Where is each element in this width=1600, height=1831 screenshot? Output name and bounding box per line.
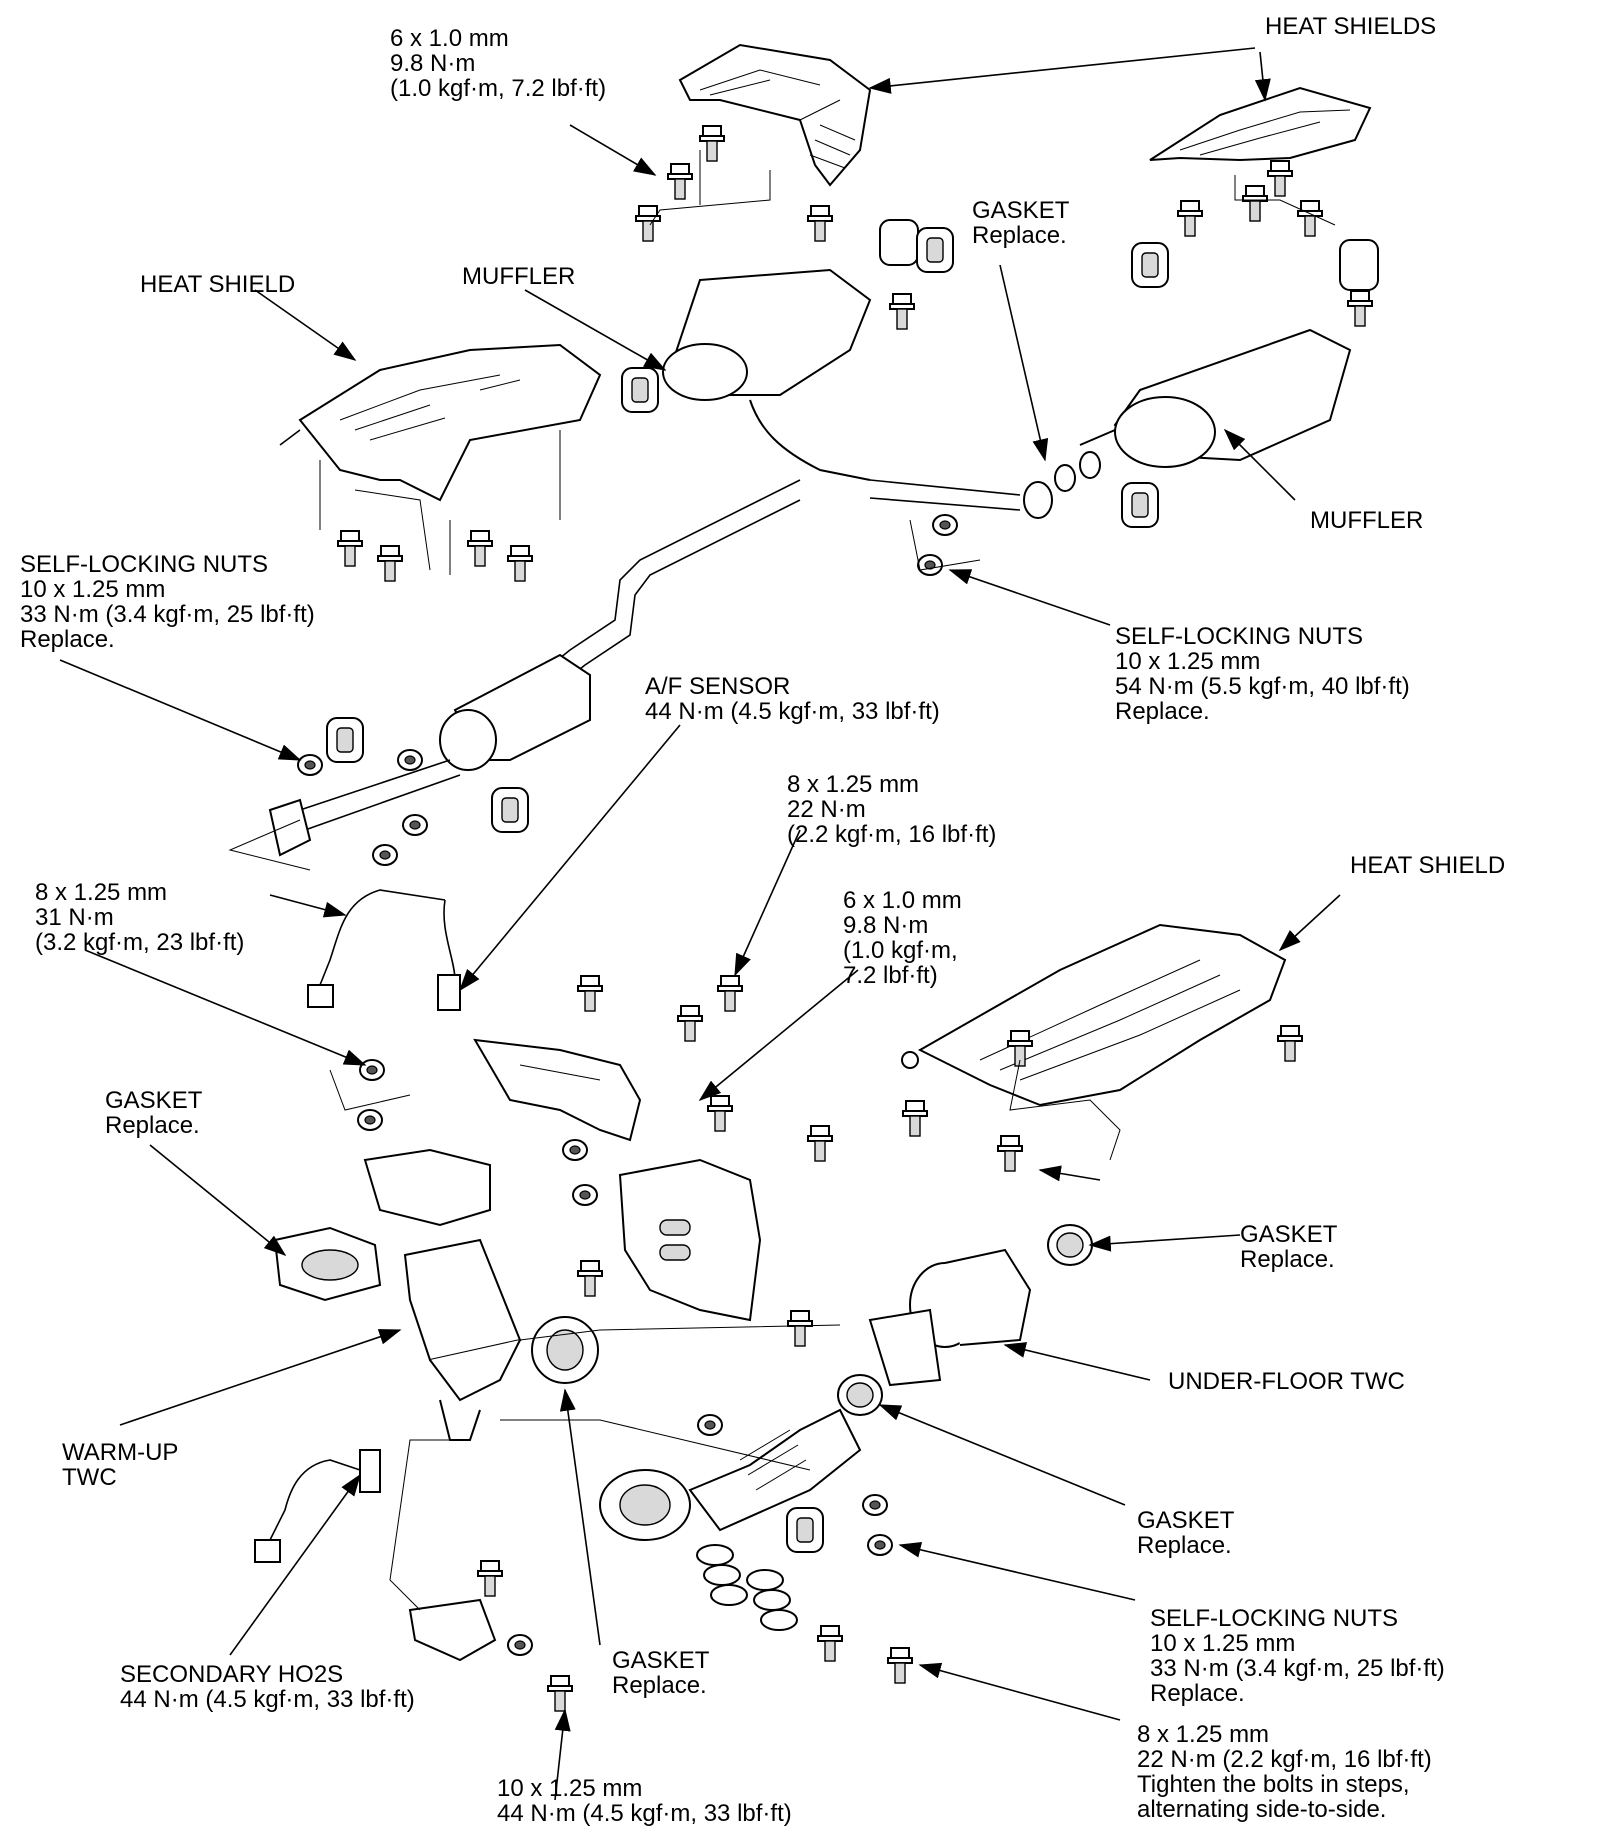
label-line: 22 N·m [787,796,866,823]
label-line: (1.0 kgf·m, 7.2 lbf·ft) [390,75,607,102]
label-line: (2.2 kgf·m, 16 lbf·ft) [787,821,997,848]
label-bolt-6x1-mid: 6 x 1.0 mm 9.8 N·m (1.0 kgf·m, 7.2 lbf·f… [843,888,962,988]
label-line: 33 N·m (3.4 kgf·m, 25 lbf·ft) [1150,1655,1445,1682]
label-gasket-right-mid: GASKET Replace. [1240,1222,1337,1272]
label-line: 10 x 1.25 mm [1115,648,1261,675]
resonator-part [268,653,591,857]
heat-shield-upper-left [678,43,872,187]
label-line: GASKET [972,197,1070,224]
gasket-warmup [273,1226,382,1302]
bracket-part [408,1598,497,1662]
label-heat-shields-top: HEAT SHIELDS [1265,14,1436,39]
label-line: 9.8 N·m [843,912,929,939]
label-gasket-bottom: GASKET Replace. [612,1648,709,1698]
label-gasket-left: GASKET Replace. [105,1088,202,1138]
warmup-twc-part [363,1148,522,1441]
label-line: HEAT SHIELD [140,271,296,298]
label-line: SELF-LOCKING NUTS [1150,1605,1399,1632]
label-line: Replace. [1137,1532,1232,1559]
label-line: 31 N·m [35,904,114,931]
label-line: (1.0 kgf·m, [843,937,958,964]
label-line: 44 N·m (4.5 kgf·m, 33 lbf·ft) [497,1800,792,1827]
heat-shield-right-part [901,923,1287,1107]
label-line: MUFFLER [462,263,576,290]
label-line: HEAT SHIELD [1350,852,1506,879]
label-line: TWC [62,1464,117,1491]
label-line: 8 x 1.25 mm [1137,1721,1270,1748]
label-line: 10 x 1.25 mm [497,1775,643,1802]
label-line: Tighten the bolts in steps, [1137,1771,1410,1798]
label-line: GASKET [1240,1221,1338,1248]
label-line: Replace. [972,222,1067,249]
label-line: 6 x 1.0 mm [843,887,962,914]
label-line: 7.2 lbf·ft) [843,962,938,989]
label-line: Replace. [20,626,115,653]
label-nuts-lower: SELF-LOCKING NUTS 10 x 1.25 mm 33 N·m (3… [1150,1606,1445,1706]
label-line: A/F SENSOR [645,673,791,700]
label-line: SELF-LOCKING NUTS [20,551,269,578]
label-line: MUFFLER [1310,507,1424,534]
secondary-ho2s-part [254,1449,381,1563]
label-line: 44 N·m (4.5 kgf·m, 33 lbf·ft) [645,698,940,725]
label-line: 10 x 1.25 mm [1150,1630,1296,1657]
label-line: SELF-LOCKING NUTS [1115,623,1364,650]
spring-bolts [696,1544,798,1631]
label-line: WARM-UP [62,1439,179,1466]
label-line: 6 x 1.0 mm [390,25,509,52]
muffler-left-part [662,219,919,481]
label-secondary-ho2s: SECONDARY HO2S 44 N·m (4.5 kgf·m, 33 lbf… [120,1662,415,1712]
leader-lines [59,47,1341,1801]
label-line: 33 N·m (3.4 kgf·m, 25 lbf·ft) [20,601,315,628]
label-line: Replace. [105,1112,200,1139]
label-bolt-8x125-bottom: 8 x 1.25 mm 22 N·m (2.2 kgf·m, 16 lbf·ft… [1137,1722,1432,1822]
label-warmup-twc: WARM-UP TWC [62,1440,178,1490]
label-line: GASKET [1137,1507,1235,1534]
label-line: UNDER-FLOOR TWC [1168,1368,1405,1395]
label-line: Replace. [1240,1246,1335,1273]
label-nuts-left: SELF-LOCKING NUTS 10 x 1.25 mm 33 N·m (3… [20,552,315,652]
label-line: Replace. [1150,1680,1245,1707]
label-line: Replace. [1115,698,1210,725]
label-bolt-10x125-bottom: 10 x 1.25 mm 44 N·m (4.5 kgf·m, 33 lbf·f… [497,1776,792,1826]
label-gasket-top: GASKET Replace. [972,198,1069,248]
assembly-lines [228,150,1336,1611]
label-underfloor-twc: UNDER-FLOOR TWC [1168,1369,1405,1394]
label-line: HEAT SHIELDS [1265,13,1437,40]
label-heat-shield-left: HEAT SHIELD [140,272,295,297]
label-muffler-left: MUFFLER [462,264,575,289]
exhaust-pipe [519,451,1101,706]
label-line: GASKET [105,1087,203,1114]
label-line: 22 N·m (2.2 kgf·m, 16 lbf·ft) [1137,1746,1432,1773]
underfloor-twc-part [868,1224,1093,1387]
label-line: (3.2 kgf·m, 23 lbf·ft) [35,929,245,956]
label-line: 44 N·m (4.5 kgf·m, 33 lbf·ft) [120,1686,415,1713]
label-line: 9.8 N·m [390,50,476,77]
flex-pipe-part [531,1316,862,1541]
label-line: GASKET [612,1647,710,1674]
label-bolt-6x1-top: 6 x 1.0 mm 9.8 N·m (1.0 kgf·m, 7.2 lbf·f… [390,26,606,101]
af-sensor-part [307,889,461,1011]
twc-heat-shield [618,1158,762,1322]
label-nuts-right: SELF-LOCKING NUTS 10 x 1.25 mm 54 N·m (5… [1115,624,1410,724]
heat-shield-upper-right [1149,86,1372,162]
muffler-right-part [1079,239,1379,468]
exhaust-manifold-shield [473,1038,642,1142]
heat-shield-left-part [279,343,602,502]
label-line: SECONDARY HO2S [120,1661,344,1688]
label-heat-shield-right: HEAT SHIELD [1350,853,1505,878]
label-gasket-lower-right: GASKET Replace. [1137,1508,1234,1558]
label-line: 10 x 1.25 mm [20,576,166,603]
label-line: alternating side-to-side. [1137,1796,1387,1823]
label-line: 54 N·m (5.5 kgf·m, 40 lbf·ft) [1115,673,1410,700]
label-bolt-8x125-left: 8 x 1.25 mm 31 N·m (3.2 kgf·m, 23 lbf·ft… [35,880,244,955]
label-bolt-8x125-mid: 8 x 1.25 mm 22 N·m (2.2 kgf·m, 16 lbf·ft… [787,772,996,847]
label-af-sensor: A/F SENSOR 44 N·m (4.5 kgf·m, 33 lbf·ft) [645,674,940,724]
label-line: 8 x 1.25 mm [787,771,920,798]
label-muffler-right: MUFFLER [1310,508,1423,533]
label-line: 8 x 1.25 mm [35,879,168,906]
label-line: Replace. [612,1672,707,1699]
